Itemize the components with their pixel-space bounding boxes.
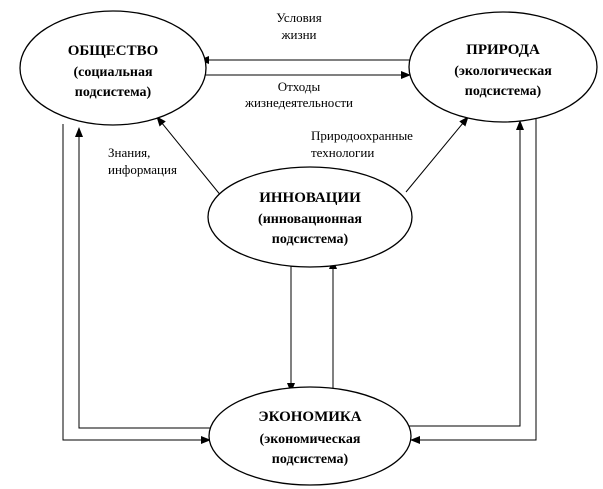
node-subtitle: подсистема): [75, 85, 152, 100]
node-subtitle: подсистема): [272, 232, 349, 247]
node-title: ПРИРОДА: [466, 42, 540, 58]
node-shape: [408, 11, 598, 123]
edge-label-knowledge: Знания, информация: [108, 145, 177, 177]
arrow-nature-to-economy: [410, 115, 537, 444]
node-shape: [19, 10, 207, 126]
node-title: ОБЩЕСТВО: [68, 43, 159, 59]
arrow-economy-to-society: [75, 127, 210, 429]
label-line: технологии: [311, 145, 374, 160]
node-title: ЭКОНОМИКА: [258, 409, 361, 425]
node-title: ИННОВАЦИИ: [259, 190, 361, 206]
arrow-economy-to-nature: [408, 120, 524, 427]
node-shape: [208, 386, 412, 486]
label-line: жизнедеятельности: [244, 95, 353, 110]
node-shape: [207, 166, 413, 268]
node-subtitle: (социальная: [73, 65, 152, 80]
node-subtitle: (экономическая: [260, 432, 361, 447]
label-line: Условия: [276, 10, 321, 25]
label-line: Отходы: [278, 79, 321, 94]
node-subtitle: подсистема): [465, 84, 542, 99]
node-economy: ЭКОНОМИКА (экономическая подсистема): [208, 386, 412, 486]
node-subtitle: (инновационная: [258, 212, 362, 227]
arrow-society-to-economy: [62, 124, 211, 444]
arrow-innovation-to-society: [156, 116, 223, 198]
label-line: Природоохранные: [311, 128, 413, 143]
edge-label-eco-technologies: Природоохранные технологии: [311, 128, 413, 160]
label-line: Знания,: [108, 145, 150, 160]
node-innovation: ИННОВАЦИИ (инновационная подсистема): [207, 166, 413, 268]
node-society: ОБЩЕСТВО (социальная подсистема): [19, 10, 207, 126]
node-subtitle: подсистема): [272, 452, 349, 467]
edge-label-waste: Отходы жизнедеятельности: [244, 79, 353, 110]
node-subtitle: (экологическая: [454, 64, 552, 79]
arrow-innovation-to-nature: [405, 116, 469, 193]
edge-label-living-conditions: Условия жизни: [276, 10, 321, 42]
label-line: жизни: [281, 27, 317, 42]
label-line: информация: [108, 162, 177, 177]
node-nature: ПРИРОДА (экологическая подсистема): [408, 11, 598, 123]
